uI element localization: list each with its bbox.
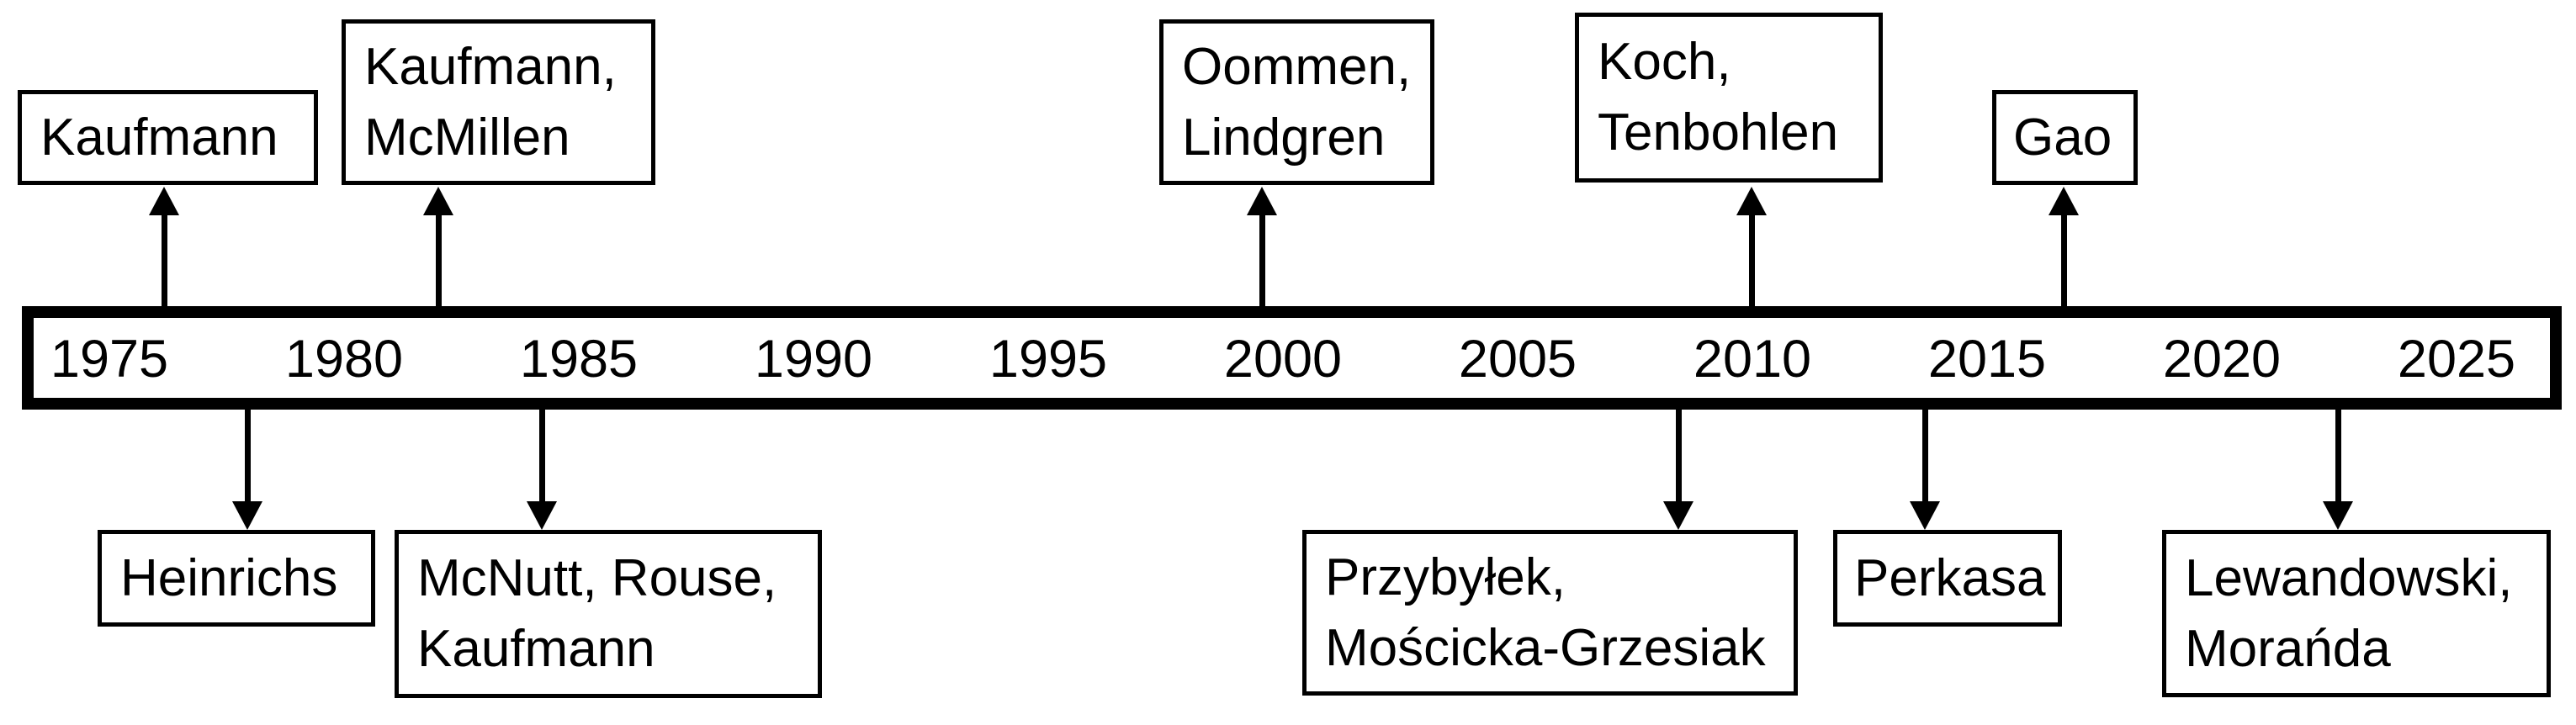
arrow-head-icon bbox=[1663, 501, 1693, 530]
arrow-head-icon bbox=[1910, 501, 1940, 530]
event-box-lewandowski-moranda: Lewandowski, Morańda bbox=[2162, 530, 2551, 697]
arrow-shaft bbox=[244, 409, 251, 501]
event-box-przybylek-moscicka-grzesiak: Przybyłek, Mościcka-Grzesiak bbox=[1302, 530, 1798, 696]
event-label: Gao bbox=[2013, 108, 2112, 167]
arrow-up-kaufmann bbox=[149, 187, 179, 308]
year-label-1995: 1995 bbox=[989, 330, 1108, 389]
event-label: Oommen, Lindgren bbox=[1182, 37, 1412, 167]
year-label-2015: 2015 bbox=[1927, 330, 2047, 389]
arrow-shaft bbox=[1748, 215, 1755, 308]
arrow-shaft bbox=[1921, 409, 1928, 501]
arrow-head-icon bbox=[2323, 501, 2353, 530]
arrow-down-przybylek-moscicka-grzesiak bbox=[1663, 409, 1693, 530]
year-label-2000: 2000 bbox=[1223, 330, 1343, 389]
arrow-shaft bbox=[435, 215, 442, 308]
arrow-up-gao bbox=[2049, 187, 2079, 308]
event-box-kaufmann: Kaufmann bbox=[18, 90, 318, 185]
year-label-1975: 1975 bbox=[50, 330, 169, 389]
event-label: Przybyłek, Mościcka-Grzesiak bbox=[1325, 548, 1766, 677]
arrow-down-heinrichs bbox=[232, 409, 262, 530]
arrow-shaft bbox=[538, 409, 545, 501]
event-label: Kaufmann, McMillen bbox=[364, 37, 617, 167]
arrow-down-mcnutt-rouse-kaufmann bbox=[527, 409, 557, 530]
event-label: Koch, Tenbohlen bbox=[1598, 33, 1839, 161]
year-label-2025: 2025 bbox=[2397, 330, 2516, 389]
arrow-head-icon bbox=[527, 501, 557, 530]
arrow-shaft bbox=[1675, 409, 1682, 501]
event-label: McNutt, Rouse, Kaufmann bbox=[417, 549, 777, 678]
timeline-bar bbox=[22, 306, 2562, 410]
year-label-2010: 2010 bbox=[1693, 330, 1812, 389]
arrow-shaft bbox=[1259, 215, 1265, 308]
event-box-perkasa: Perkasa bbox=[1833, 530, 2062, 627]
arrow-up-kaufmann-mcmillen bbox=[423, 187, 453, 308]
arrow-head-icon bbox=[1736, 187, 1767, 215]
event-box-mcnutt-rouse-kaufmann: McNutt, Rouse, Kaufmann bbox=[395, 530, 822, 698]
arrow-head-icon bbox=[232, 501, 262, 530]
arrow-head-icon bbox=[149, 187, 179, 215]
arrow-head-icon bbox=[2049, 187, 2079, 215]
event-label: Heinrichs bbox=[120, 548, 338, 607]
event-label: Perkasa bbox=[1854, 548, 2046, 607]
year-label-1990: 1990 bbox=[754, 330, 873, 389]
arrow-head-icon bbox=[1247, 187, 1277, 215]
arrow-shaft bbox=[2335, 409, 2341, 501]
year-label-1985: 1985 bbox=[519, 330, 639, 389]
event-box-heinrichs: Heinrichs bbox=[98, 530, 375, 627]
year-label-1980: 1980 bbox=[284, 330, 404, 389]
arrow-down-lewandowski-moranda bbox=[2323, 409, 2353, 530]
arrow-up-oommen-lindgren bbox=[1247, 187, 1277, 308]
arrow-head-icon bbox=[423, 187, 453, 215]
year-label-2020: 2020 bbox=[2162, 330, 2282, 389]
arrow-shaft bbox=[2060, 215, 2067, 308]
year-label-2005: 2005 bbox=[1458, 330, 1577, 389]
event-label: Lewandowski, Morańda bbox=[2185, 548, 2513, 678]
arrow-up-koch-tenbohlen bbox=[1736, 187, 1767, 308]
event-box-oommen-lindgren: Oommen, Lindgren bbox=[1159, 19, 1434, 185]
event-box-koch-tenbohlen: Koch, Tenbohlen bbox=[1575, 13, 1883, 183]
arrow-down-perkasa bbox=[1910, 409, 1940, 530]
arrow-shaft bbox=[161, 215, 167, 308]
event-box-kaufmann-mcmillen: Kaufmann, McMillen bbox=[342, 19, 655, 185]
event-box-gao: Gao bbox=[1992, 90, 2138, 185]
event-label: Kaufmann bbox=[40, 108, 278, 167]
